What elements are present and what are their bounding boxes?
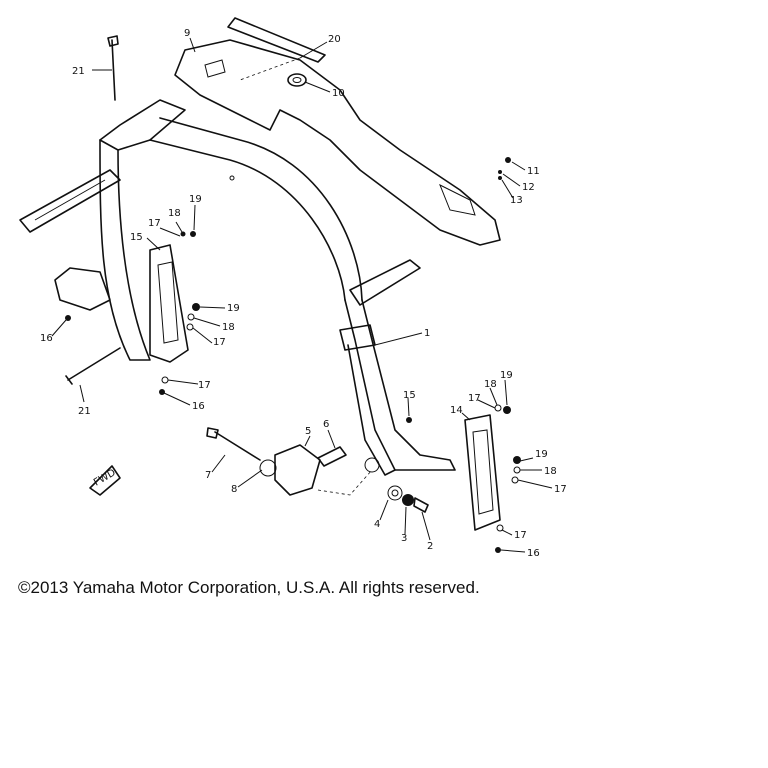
callout-17-low: 17 xyxy=(198,380,211,391)
callout-15-right: 15 xyxy=(403,390,416,401)
callout-13: 13 xyxy=(510,195,523,206)
fasteners xyxy=(65,157,521,553)
callout-17-left: 17 xyxy=(148,218,161,229)
rod-part-7 xyxy=(206,427,261,461)
fwd-arrow-icon: FWD xyxy=(89,465,121,496)
bracket-part-14-right xyxy=(464,414,501,531)
pivot-part-5 xyxy=(259,444,373,496)
callout-16-bottom: 16 xyxy=(527,548,540,559)
callout-17-right: 17 xyxy=(468,393,481,404)
callout-6: 6 xyxy=(323,419,329,430)
callout-12: 12 xyxy=(522,182,535,193)
callout-19-mid: 19 xyxy=(227,303,240,314)
callout-14: 14 xyxy=(450,405,463,416)
callout-10: 10 xyxy=(332,88,345,99)
grommet-part-10 xyxy=(287,73,307,87)
callout-16-left: 16 xyxy=(40,333,53,344)
leader-lines xyxy=(51,37,553,553)
callout-18-mid: 18 xyxy=(222,322,235,333)
callout-20: 20 xyxy=(328,34,341,45)
bolt-part-21-upper xyxy=(107,35,119,101)
callout-19-right: 19 xyxy=(500,370,513,381)
callout-7: 7 xyxy=(205,470,211,481)
decal-part-20 xyxy=(227,17,326,81)
callout-5: 5 xyxy=(305,426,311,437)
callout-15-left: 15 xyxy=(130,232,143,243)
callout-2: 2 xyxy=(427,541,433,552)
frame-part-1 xyxy=(19,99,456,476)
callout-labels: 21 9 20 10 11 12 13 18 19 17 15 19 18 17… xyxy=(40,28,567,559)
parts-diagram: FWD xyxy=(19,17,567,559)
bracket-part-15-left xyxy=(149,244,189,363)
callout-17-mid: 17 xyxy=(213,337,226,348)
callout-11: 11 xyxy=(527,166,540,177)
bolt-part-21-lower xyxy=(65,347,121,385)
cover-part-9 xyxy=(174,39,501,246)
callout-17-far: 17 xyxy=(554,484,567,495)
callout-18-far: 18 xyxy=(544,466,557,477)
callout-3: 3 xyxy=(401,533,407,544)
callout-1: 1 xyxy=(424,328,430,339)
callout-18-right: 18 xyxy=(484,379,497,390)
callout-8: 8 xyxy=(231,484,237,495)
copyright-notice: ©2013 Yamaha Motor Corporation, U.S.A. A… xyxy=(18,578,480,597)
callout-17-bottom: 17 xyxy=(514,530,527,541)
callout-16-low: 16 xyxy=(192,401,205,412)
callout-21-upper: 21 xyxy=(72,66,85,77)
callout-9: 9 xyxy=(184,28,190,39)
callout-4: 4 xyxy=(374,519,380,530)
callout-19-far: 19 xyxy=(535,449,548,460)
callout-18-left: 18 xyxy=(168,208,181,219)
callout-21-lower: 21 xyxy=(78,406,91,417)
callout-19-left: 19 xyxy=(189,194,202,205)
